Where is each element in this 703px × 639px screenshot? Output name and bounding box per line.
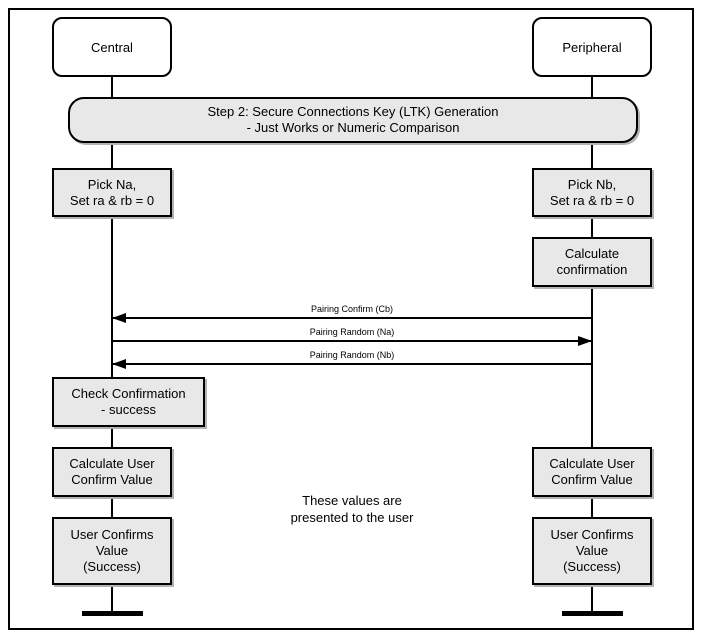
step-user-confirms-central-box: User Confirms Value (Success) (52, 517, 172, 585)
step-calculate-user-confirm-central-line1: Calculate User (69, 456, 155, 471)
step-check-confirmation-box: Check Confirmation - success (52, 377, 205, 427)
step-calculate-confirmation-line1: Calculate (564, 246, 620, 261)
note-line2: presented to the user (290, 510, 414, 525)
message-pairing-random-na-label: Pairing Random (Na) (309, 327, 395, 337)
step-pick-nb-box: Pick Nb, Set ra & rb = 0 (532, 168, 652, 217)
actor-central-label: Central (91, 39, 133, 55)
step-check-confirmation-line1: Check Confirmation (71, 386, 186, 401)
actor-peripheral-label: Peripheral (562, 39, 622, 55)
message-pairing-random-na-line (112, 340, 592, 342)
message-pairing-confirm-cb-label: Pairing Confirm (Cb) (310, 304, 394, 314)
lifeline-terminator-central (82, 611, 143, 616)
step-user-confirms-peripheral-line2: Value (575, 543, 609, 558)
step-pick-nb-line2: Set ra & rb = 0 (549, 192, 635, 208)
lifeline-terminator-peripheral (562, 611, 623, 616)
step-user-confirms-central-line2: Value (95, 543, 129, 558)
lifeline-peripheral (591, 76, 593, 613)
step-banner-line1: Step 2: Secure Connections Key (LTK) Gen… (207, 104, 499, 119)
message-pairing-random-nb-label: Pairing Random (Nb) (309, 350, 395, 360)
arrowhead-left-icon (112, 313, 126, 323)
step-calculate-user-confirm-central-box: Calculate User Confirm Value (52, 447, 172, 497)
note-line1: These values are (302, 493, 402, 508)
arrowhead-left-icon (112, 359, 126, 369)
step-user-confirms-central-line3: (Success) (83, 559, 141, 574)
step-pick-na-line2: Set ra & rb = 0 (69, 192, 155, 208)
lifeline-central (111, 76, 113, 613)
step-pick-na-line1: Pick Na, (87, 176, 137, 192)
actor-central-box: Central (52, 17, 172, 77)
step-banner-line2: - Just Works or Numeric Comparison (246, 120, 460, 135)
step-calculate-confirmation-box: Calculate confirmation (532, 237, 652, 287)
step-calculate-user-confirm-peripheral-box: Calculate User Confirm Value (532, 447, 652, 497)
actor-peripheral-box: Peripheral (532, 17, 652, 77)
arrowhead-right-icon (578, 336, 592, 346)
step-calculate-confirmation-line2: confirmation (556, 262, 628, 277)
step-user-confirms-peripheral-line3: (Success) (563, 559, 621, 574)
step-pick-nb-line1: Pick Nb, (567, 176, 617, 192)
step-banner: Step 2: Secure Connections Key (LTK) Gen… (68, 97, 638, 143)
step-check-confirmation-line2: - success (101, 402, 156, 417)
step-calculate-user-confirm-peripheral-line1: Calculate User (549, 456, 635, 471)
step-user-confirms-peripheral-line1: User Confirms (550, 527, 634, 542)
message-pairing-confirm-cb-line (112, 317, 592, 319)
message-pairing-random-nb-line (112, 363, 592, 365)
step-user-confirms-central-line1: User Confirms (70, 527, 154, 542)
step-calculate-user-confirm-peripheral-line2: Confirm Value (551, 472, 633, 487)
step-user-confirms-peripheral-box: User Confirms Value (Success) (532, 517, 652, 585)
diagram-frame (8, 8, 694, 630)
step-pick-na-box: Pick Na, Set ra & rb = 0 (52, 168, 172, 217)
step-calculate-user-confirm-central-line2: Confirm Value (71, 472, 153, 487)
note-text: These values are presented to the user (242, 492, 462, 526)
